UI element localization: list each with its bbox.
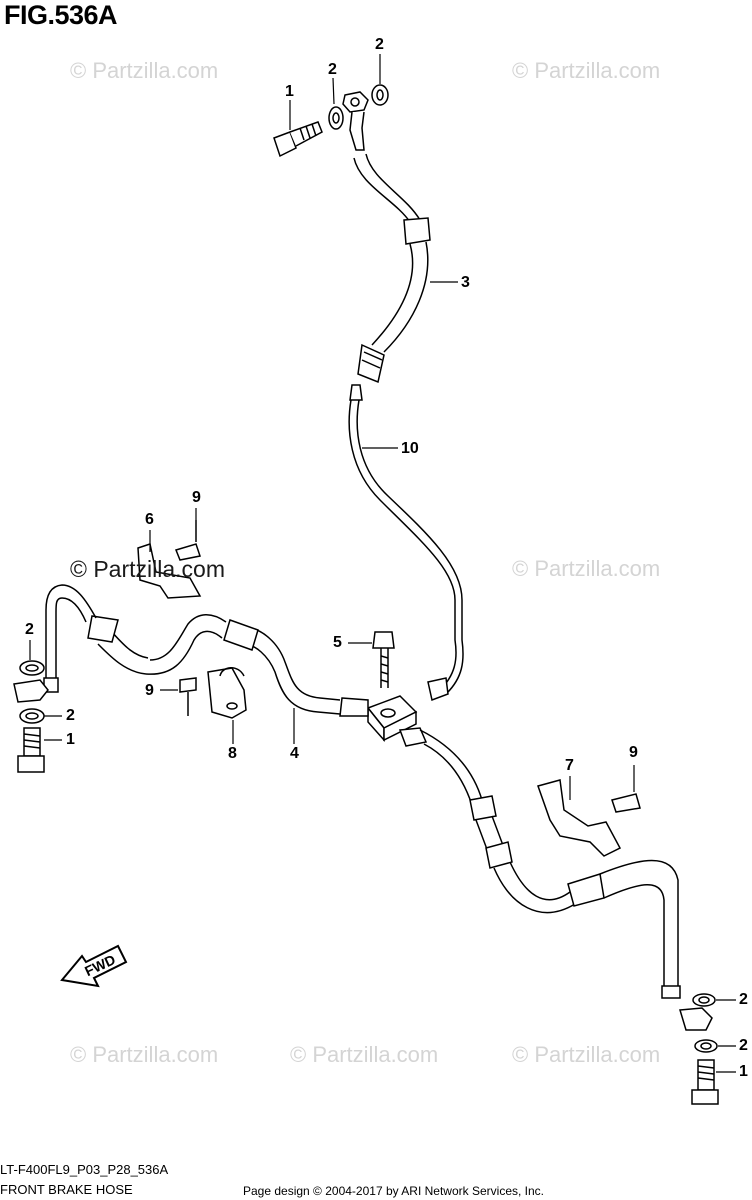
- callout-6: 6: [145, 511, 154, 528]
- callout-9: 9: [145, 682, 154, 699]
- watermark: © Partzilla.com: [290, 1042, 439, 1067]
- callout-2: 2: [739, 991, 748, 1008]
- junction-block: [366, 631, 418, 742]
- watermark: © Partzilla.com: [512, 556, 661, 581]
- callout-2: 2: [739, 1037, 748, 1054]
- top-bolt-and-washers: [273, 84, 389, 158]
- callout-2: 2: [66, 707, 75, 724]
- watermark: © Partzilla.com: [70, 58, 219, 83]
- callout-2: 2: [328, 61, 337, 78]
- watermark: © Partzilla.com: [70, 1042, 219, 1067]
- callout-4: 4: [290, 745, 299, 762]
- upper-brake-hose: [342, 91, 431, 384]
- diagram-code: LT-F400FL9_P03_P28_536A: [0, 1162, 169, 1177]
- callout-3: 3: [461, 274, 470, 291]
- fwd-arrow: FWD: [60, 944, 128, 988]
- callout-2: 2: [25, 621, 34, 638]
- diagram-name: FRONT BRAKE HOSE: [0, 1182, 133, 1197]
- right-brake-hose: [398, 727, 681, 999]
- leader-lines: [29, 54, 736, 1073]
- callout-9: 9: [629, 744, 638, 761]
- callout-10: 10: [401, 440, 419, 457]
- callout-7: 7: [565, 757, 574, 774]
- callout-2: 2: [375, 36, 384, 53]
- callout-9: 9: [192, 489, 201, 506]
- brake-pipe: [348, 384, 464, 702]
- copyright-notice: Page design © 2004-2017 by ARI Network S…: [243, 1184, 545, 1198]
- clamp-8: [179, 667, 247, 719]
- watermark: © Partzilla.com: [512, 58, 661, 83]
- bracket-6: [137, 520, 202, 599]
- left-banjo-fitting: [13, 660, 49, 773]
- watermark: © Partzilla.com: [512, 1042, 661, 1067]
- callout-1: 1: [66, 731, 75, 748]
- watermark: © Partzilla.com: [70, 556, 225, 582]
- callout-5: 5: [333, 634, 342, 651]
- callout-1: 1: [285, 83, 294, 100]
- left-brake-hose: [43, 584, 369, 717]
- callout-8: 8: [228, 745, 237, 762]
- bracket-7: [537, 779, 641, 857]
- callout-1: 1: [739, 1063, 748, 1080]
- right-banjo-fitting: [679, 993, 719, 1105]
- figure-title: FIG.536A: [4, 0, 118, 30]
